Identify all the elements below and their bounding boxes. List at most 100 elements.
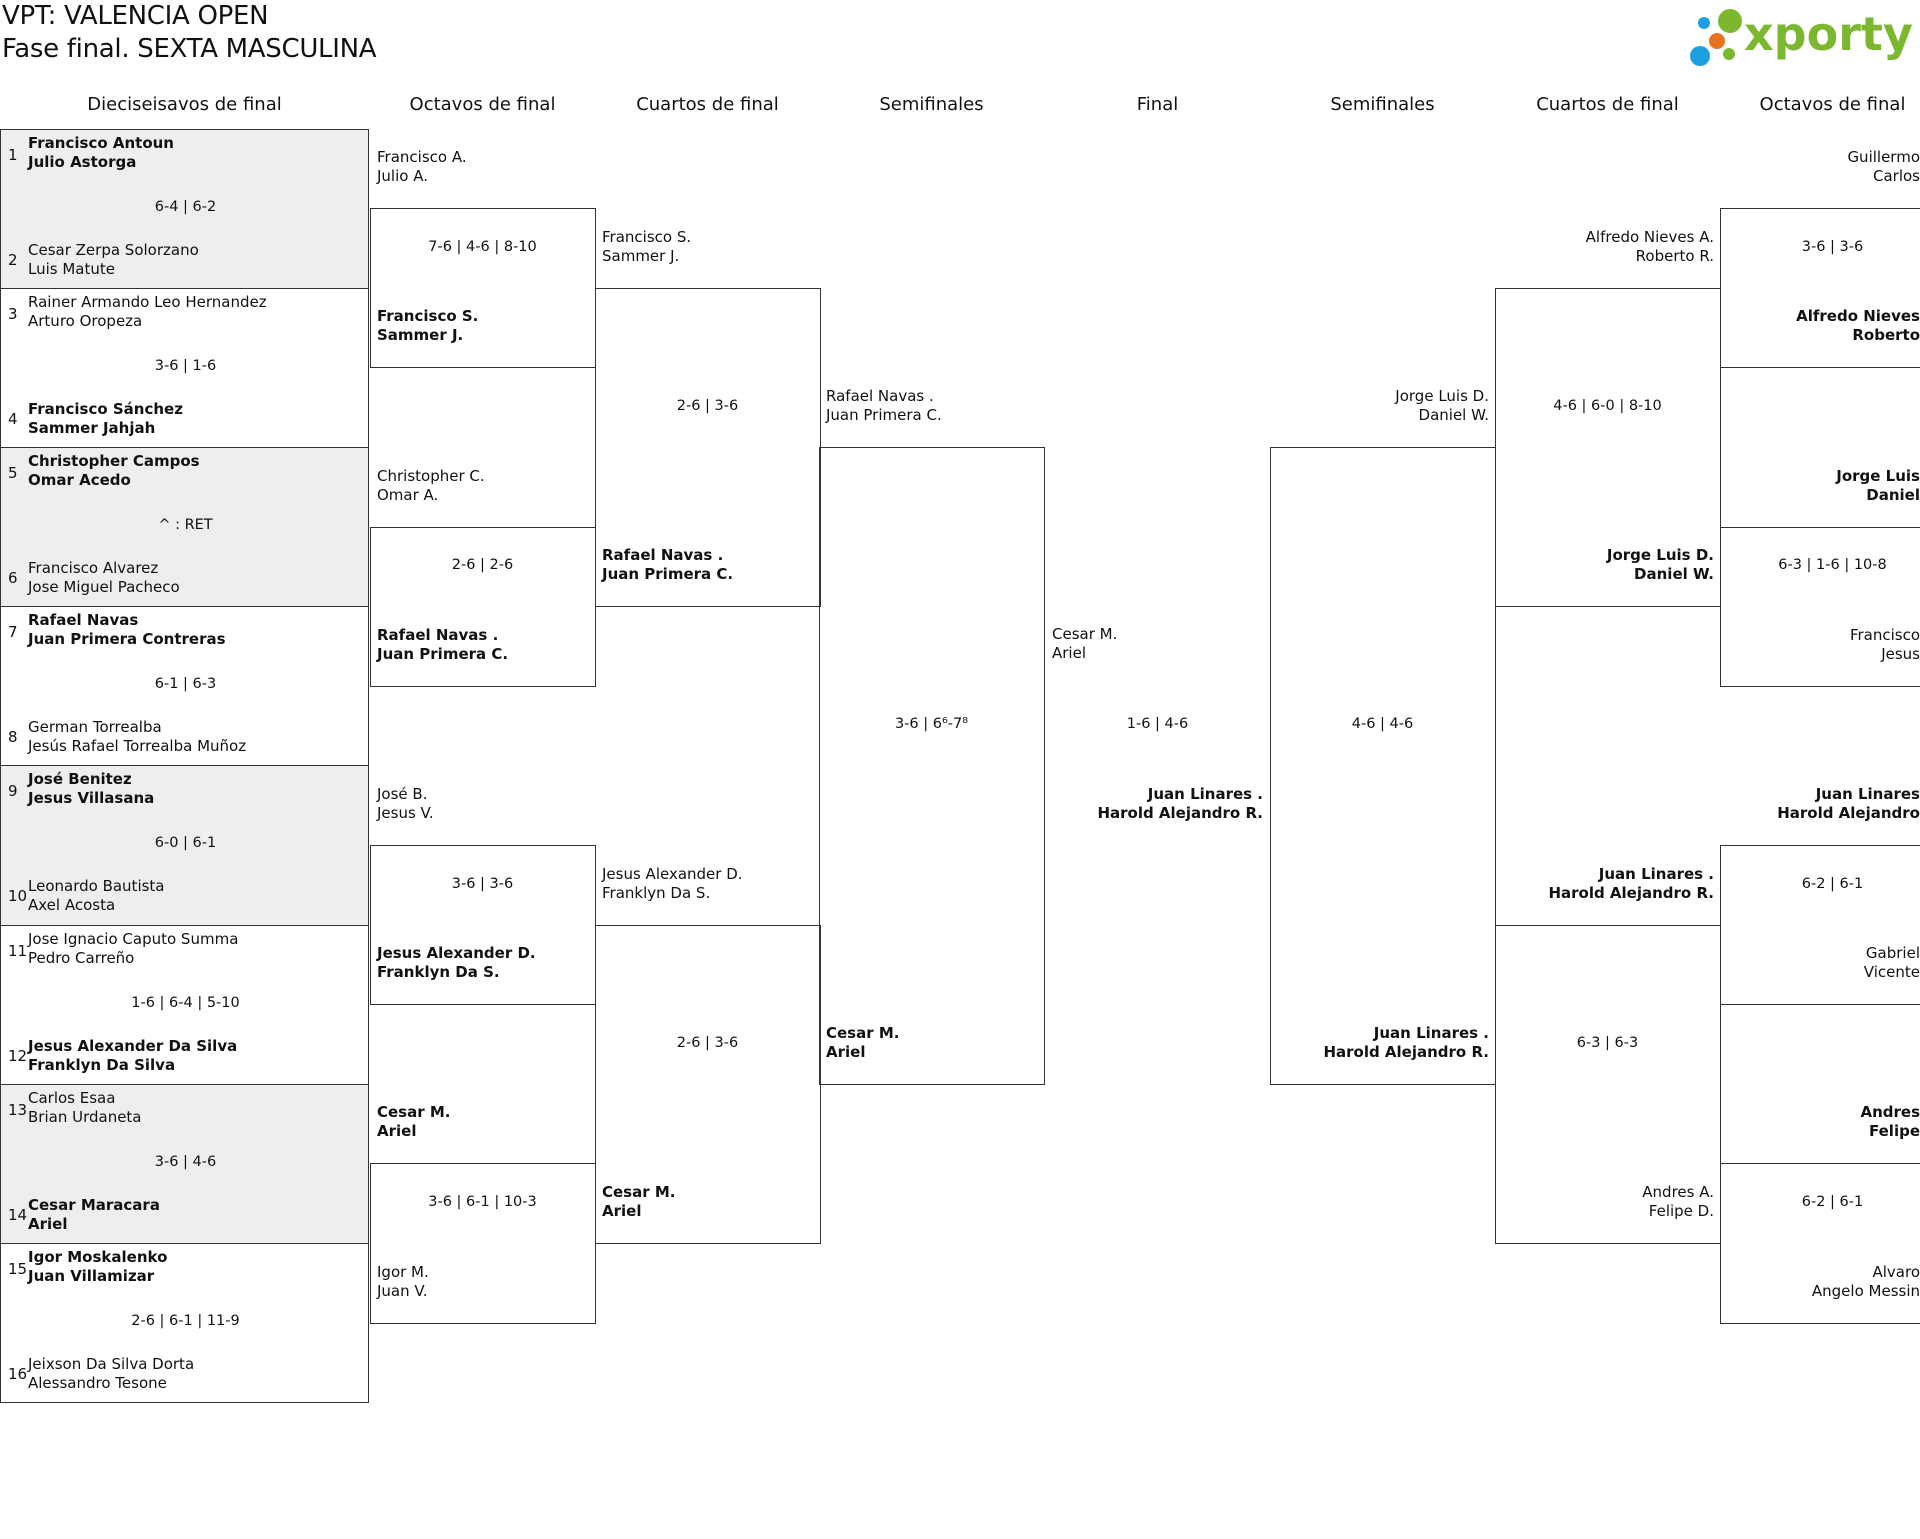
team-name: Jorge Luis D.Daniel W. bbox=[1414, 546, 1714, 584]
player-name: Guillermo bbox=[1847, 148, 1920, 167]
player-name: Omar A. bbox=[377, 485, 439, 504]
player-name: Igor Moskalenko bbox=[28, 1248, 168, 1266]
seed-number: 15 bbox=[8, 1260, 28, 1278]
player-name: Jesus Alexander D. bbox=[377, 944, 536, 963]
player-name: Cesar Zerpa Solorzano bbox=[28, 240, 199, 259]
team-name: Francisco A.Julio A. bbox=[377, 148, 677, 186]
logo-text: xporty bbox=[1744, 7, 1913, 61]
player-name: Carlos bbox=[1873, 167, 1920, 186]
player-name: Francisco S. bbox=[602, 227, 692, 246]
seed-number: 2 bbox=[8, 250, 18, 269]
team-name: Rafael Navas .Juan Primera C. bbox=[377, 626, 677, 664]
seed-number: 9 bbox=[8, 782, 18, 801]
match-score: 3-6 | 3-6 bbox=[451, 875, 514, 892]
player-name: Roberto R. bbox=[1635, 246, 1714, 265]
player-name: Sammer J. bbox=[377, 326, 464, 345]
team-name: Cesar M.Ariel bbox=[1052, 625, 1262, 663]
match-score: 6-4 | 6-2 bbox=[154, 198, 217, 215]
player-name: Jesus V. bbox=[377, 804, 434, 822]
player-name: Angelo Messin bbox=[1811, 1281, 1920, 1300]
player-name: Rafael Navas . bbox=[377, 625, 499, 644]
round-header: Final bbox=[1136, 94, 1179, 115]
player-name: Jeixson Da Silva Dorta bbox=[28, 1355, 195, 1373]
round-header: Dieciseisavos de final bbox=[87, 94, 282, 115]
match-score: 3-6 | 6-1 | 10-3 bbox=[428, 1194, 537, 1210]
player-name: Omar Acedo bbox=[28, 471, 131, 489]
player-name: Juan Villamizar bbox=[28, 1267, 155, 1285]
player-name: Jesús Rafael Torrealba Muñoz bbox=[28, 737, 247, 756]
match-score: 2-6 | 6-1 | 11-9 bbox=[131, 1313, 240, 1329]
player-name: Christopher C. bbox=[377, 466, 485, 485]
player-name: Arturo Oropeza bbox=[28, 311, 143, 330]
match-score: 6-1 | 6-3 bbox=[154, 676, 217, 693]
match-box bbox=[1720, 845, 1920, 1006]
player-name: Jesus Alexander Da Silva bbox=[28, 1036, 238, 1055]
player-name: Juan Linares . bbox=[1147, 785, 1263, 804]
seed-number: 13 bbox=[8, 1100, 28, 1119]
player-name: Alvaro bbox=[1872, 1262, 1920, 1281]
seed-number: 6 bbox=[8, 569, 18, 587]
player-name: Franklyn Da S. bbox=[377, 963, 500, 982]
match-score: 7-6 | 4-6 | 8-10 bbox=[428, 238, 537, 255]
team-name: Rafael Navas .Juan Primera C. bbox=[602, 546, 902, 584]
player-name: Luis Matute bbox=[28, 259, 115, 278]
player-name: Francisco Alvarez bbox=[28, 559, 159, 577]
player-name: Juan V. bbox=[377, 1281, 428, 1300]
team-name: Juan Linares .Harold Alejandro R. bbox=[1045, 785, 1263, 823]
player-name: Juan Primera C. bbox=[826, 406, 942, 424]
player-name: Harold Alejandro R. bbox=[1097, 804, 1263, 823]
player-name: Francisco A. bbox=[377, 148, 467, 167]
player-name: Julio A. bbox=[377, 167, 428, 186]
player-name: Christopher Campos bbox=[28, 452, 200, 470]
player-name: Andres A. bbox=[1642, 1183, 1714, 1201]
team-name: Jorge Luis D.Daniel W. bbox=[1189, 387, 1489, 425]
team-name: Juan Linares .Harold Alejandro R. bbox=[1414, 865, 1714, 903]
player-name: Felipe D. bbox=[1648, 1202, 1714, 1220]
team-name: Christopher C.Omar A. bbox=[377, 467, 677, 505]
seed-number: 1 bbox=[8, 145, 18, 164]
team-name: Juan Linares .Harold Alejandro R. bbox=[1189, 1024, 1489, 1062]
player-name: Daniel W. bbox=[1418, 406, 1489, 424]
seed-number: 10 bbox=[8, 887, 28, 906]
round-header: Octavos de final bbox=[1759, 94, 1906, 115]
player-name: Jorge Luis D. bbox=[1395, 387, 1489, 405]
match-score: 4-6 | 6-0 | 8-10 bbox=[1553, 398, 1662, 414]
match-score: 3-6 | 4-6 bbox=[154, 1153, 217, 1170]
round-header: Octavos de final bbox=[409, 94, 556, 115]
round-header: Cuartos de final bbox=[1536, 94, 1679, 115]
player-name: Alessandro Tesone bbox=[28, 1374, 167, 1392]
player-name: Jesus Alexander D. bbox=[602, 864, 743, 883]
seed-number: 3 bbox=[8, 304, 18, 323]
team-name: Jesus Alexander D.Franklyn Da S. bbox=[602, 865, 902, 903]
player-name: José B. bbox=[377, 785, 428, 803]
match-score: 2-6 | 3-6 bbox=[676, 398, 739, 414]
player-name: Rafael Navas bbox=[28, 611, 139, 630]
player-name: Ariel bbox=[826, 1042, 866, 1061]
match-score: 3-6 | 3-6 bbox=[1801, 238, 1864, 255]
player-name: Carlos Esaa bbox=[28, 1088, 116, 1107]
team-name: Cesar M.Ariel bbox=[826, 1024, 1126, 1062]
player-name: Juan Linares . bbox=[1598, 864, 1714, 883]
player-name: Andres bbox=[1860, 1103, 1920, 1122]
xporty-logo: xporty bbox=[1690, 7, 1913, 66]
player-name: Jorge Luis D. bbox=[1606, 546, 1714, 565]
match-box bbox=[1720, 1163, 1920, 1324]
match-score: 2-6 | 2-6 bbox=[451, 557, 514, 574]
match-score: 1-6 | 6-4 | 5-10 bbox=[131, 994, 240, 1011]
player-name: Axel Acosta bbox=[28, 896, 116, 915]
player-name: Roberto bbox=[1852, 326, 1920, 345]
player-name: Julio Astorga bbox=[28, 152, 137, 171]
